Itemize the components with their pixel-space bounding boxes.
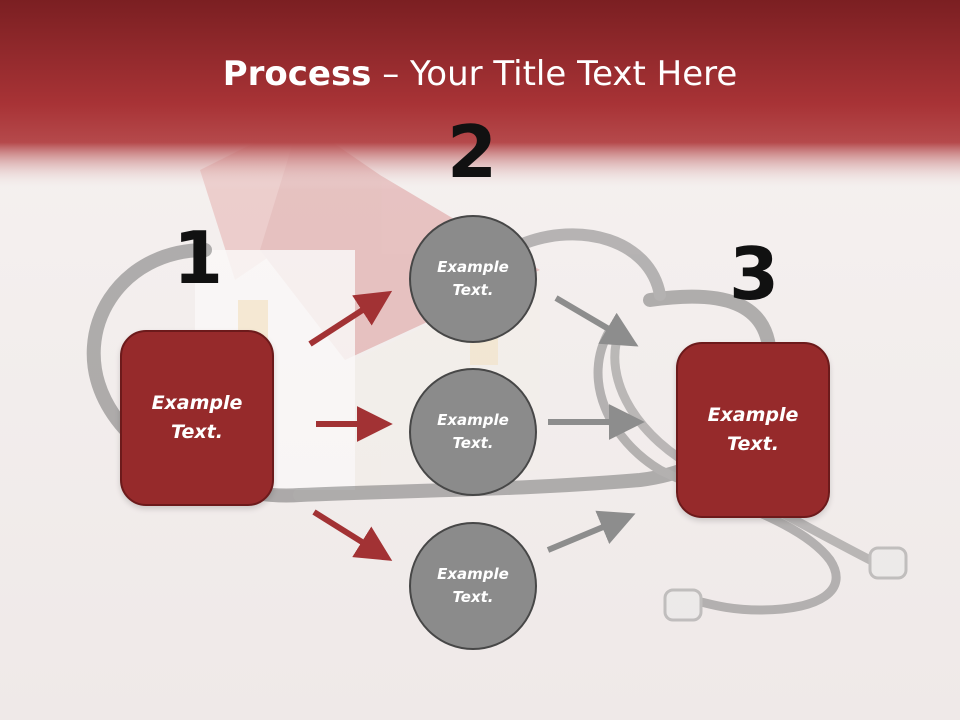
step-number-3: 3: [728, 232, 780, 316]
option-circle-top-text: Example Text.: [437, 258, 509, 299]
title-rest-text: – Your Title Text Here: [371, 54, 738, 94]
option-circle-top[interactable]: Example Text.: [409, 215, 537, 343]
step-3-box[interactable]: Example Text.: [676, 342, 830, 518]
title-bold-text: Process: [222, 54, 372, 94]
arrow-gray-from-top-circle: [554, 295, 639, 347]
arrow-gray-from-bottom-circle: [546, 510, 636, 553]
option-circle-bottom-text: Example Text.: [437, 565, 509, 606]
step-1-box-text: Example Text.: [151, 392, 243, 443]
arrow-red-to-top-circle: [308, 290, 393, 347]
step-number-2: 2: [446, 110, 498, 194]
step-3-box-text: Example Text.: [707, 404, 799, 455]
slide-title: Process – Your Title Text Here: [0, 52, 960, 96]
option-circle-middle[interactable]: Example Text.: [409, 368, 537, 496]
option-circle-bottom[interactable]: Example Text.: [409, 522, 537, 650]
arrow-red-to-bottom-circle: [312, 509, 393, 561]
option-circle-middle-text: Example Text.: [437, 411, 509, 452]
step-1-box[interactable]: Example Text.: [120, 330, 274, 506]
step-number-1: 1: [172, 216, 224, 300]
